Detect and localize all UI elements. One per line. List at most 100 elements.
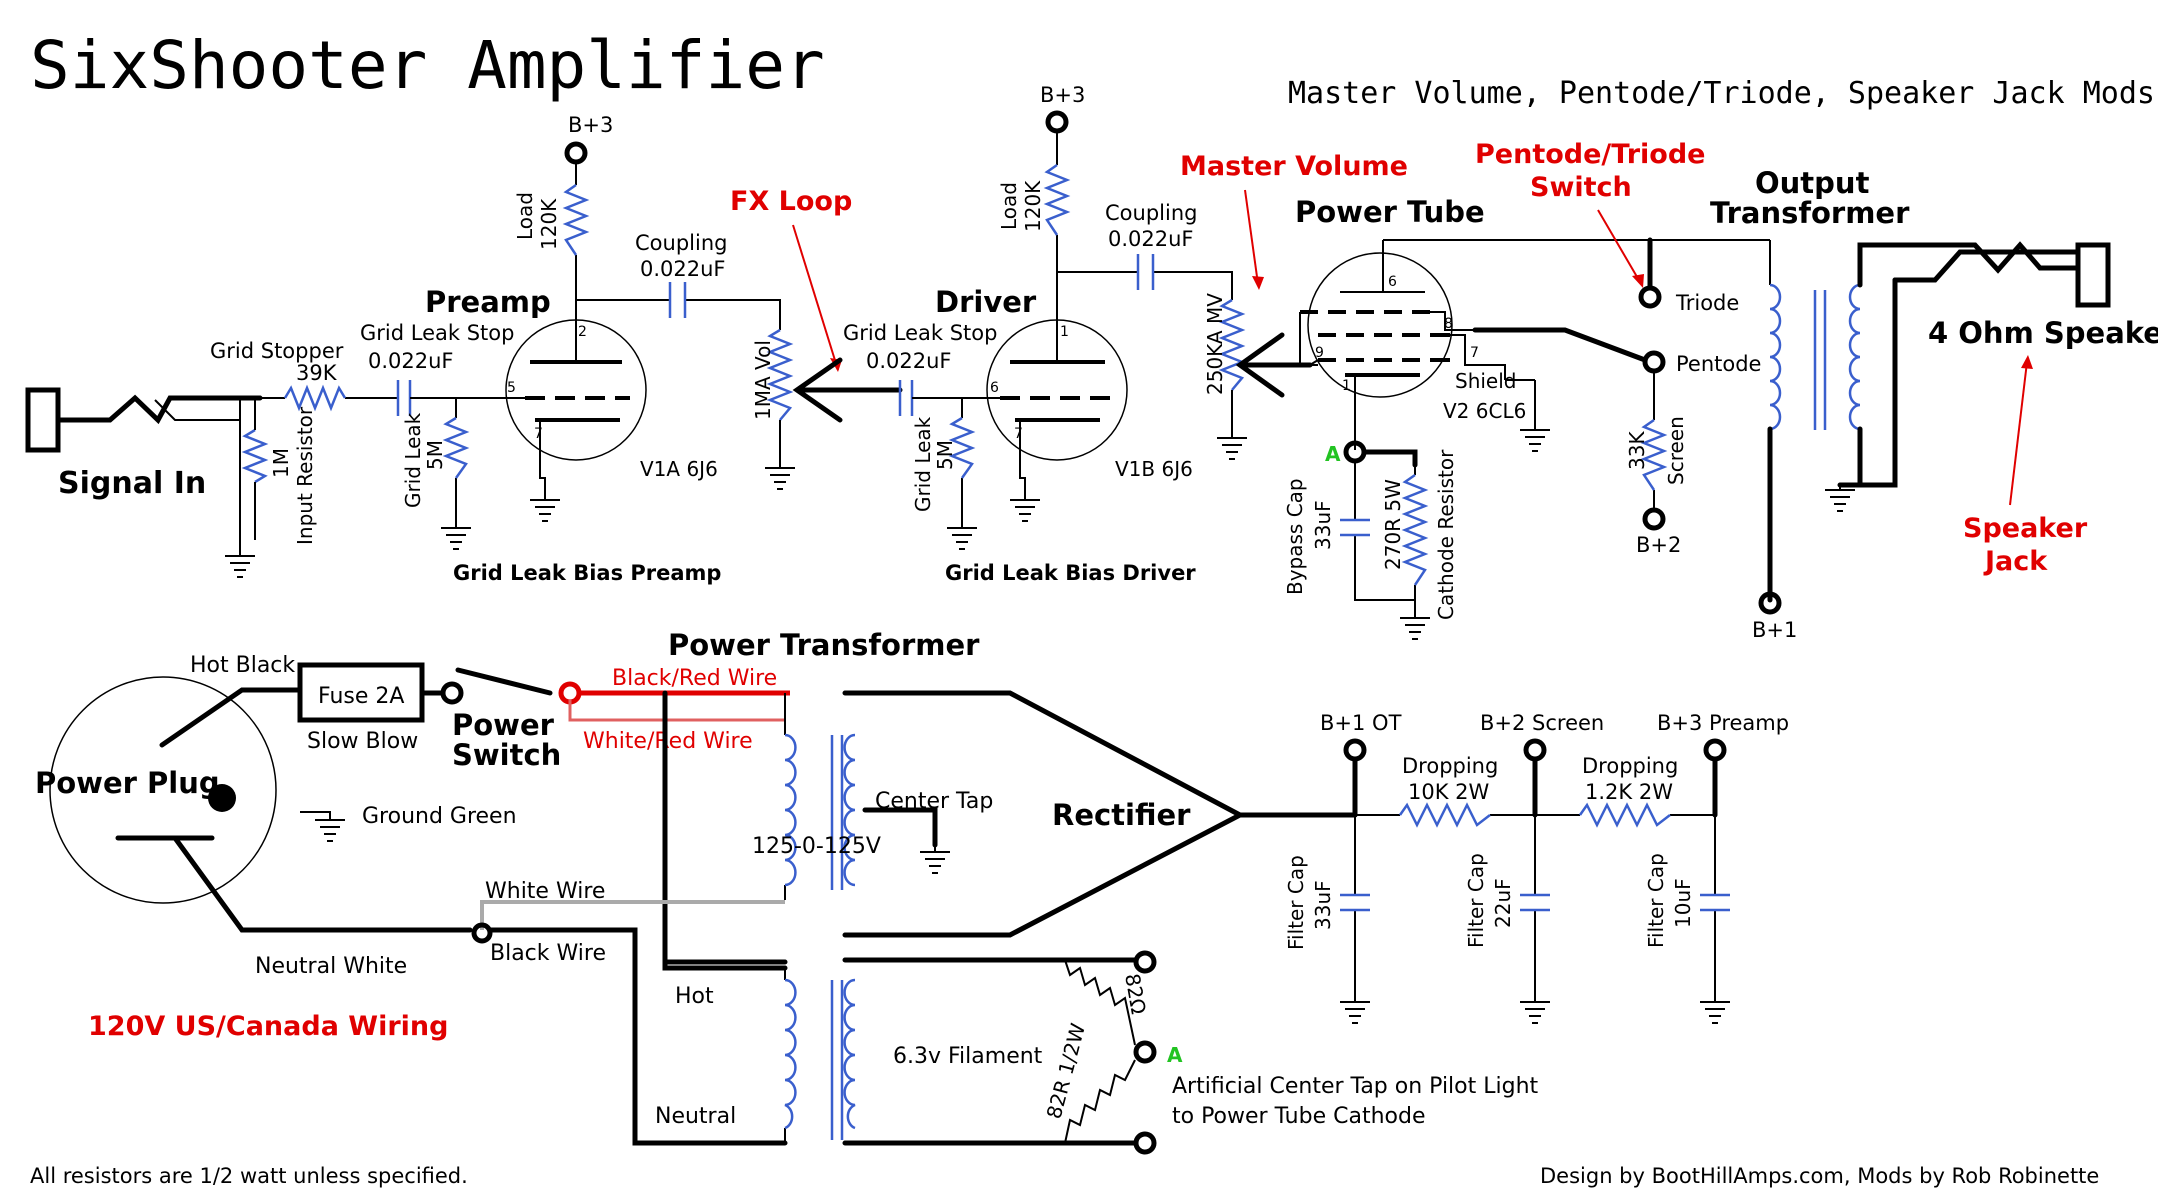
grid-stopper-resistor: [283, 384, 347, 412]
preamp-rail-label: B+3: [568, 113, 613, 137]
filament-r2-value: 82R 1/2W: [1042, 1021, 1091, 1122]
footer-right: Design by BootHillAmps.com, Mods by Rob …: [1540, 1164, 2099, 1188]
ground-symbol-ot: [1825, 485, 1855, 512]
neutral-white-label: Neutral White: [255, 954, 407, 979]
neutral-wire: [172, 835, 473, 933]
pt-switch-rail: B+2: [1636, 533, 1681, 557]
power-switch-label-line2: Switch: [452, 738, 561, 772]
neutral-junction: [471, 922, 493, 944]
filter-cap-1-label: Filter Cap: [1284, 855, 1308, 950]
screen-resistor-label: Screen: [1664, 416, 1688, 485]
fx-loop-arrow: [792, 224, 839, 371]
pt-switch-blade[interactable]: [1472, 327, 1648, 363]
speaker-jack[interactable]: [1892, 241, 2111, 308]
triode-terminal[interactable]: [1638, 285, 1662, 309]
filter-cap-3: [1700, 893, 1730, 912]
dropping-1-value: 10K 2W: [1408, 780, 1490, 804]
hot-label: Hot: [675, 984, 714, 1009]
preamp-grid-leak-value: 5M: [423, 440, 447, 470]
filter-cap-3-value: 10uF: [1671, 878, 1695, 928]
filament-terminal-bottom: [1133, 1131, 1157, 1155]
preamp-tube-label: V1A 6J6: [640, 457, 718, 481]
ground-symbol-center-tap: [920, 845, 950, 874]
master-volume-pot-label: 250KA MV: [1203, 293, 1227, 395]
pt-filament-coil: [843, 978, 856, 1130]
output-transformer-title-line1: Output: [1755, 166, 1870, 200]
ground-symbol-power-cathode: [1400, 610, 1430, 640]
fx-volume-pot-label: 1MA Vol: [751, 340, 775, 420]
input-resistor: [241, 428, 269, 484]
power-tube-pin-plate: 6: [1388, 274, 1397, 290]
pentode-terminal[interactable]: [1642, 350, 1666, 374]
pt-core-lower: [830, 980, 844, 1140]
ground-symbol-driver-grid: [947, 520, 977, 550]
hot-prong: [159, 687, 303, 748]
driver-load-label: Load: [997, 182, 1021, 230]
power-tube-pin-cathode: 1: [1342, 378, 1351, 394]
power-transformer-title: Power Transformer: [668, 628, 980, 662]
rectifier-label: Rectifier: [1052, 798, 1191, 832]
ground-prong: [208, 784, 236, 812]
dropping-2-label: Dropping: [1582, 754, 1678, 778]
center-tap-note-line2: to Power Tube Cathode: [1172, 1104, 1426, 1129]
driver-caption: Grid Leak Bias Driver: [945, 561, 1196, 585]
pt-switch-arrow: [1597, 209, 1641, 283]
master-volume-label: Master Volume: [1180, 151, 1408, 182]
preamp-title: Preamp: [425, 285, 551, 319]
wiring-note: 120V US/Canada Wiring: [88, 1011, 448, 1042]
ot-core: [1813, 290, 1827, 430]
white-red-wire: [568, 700, 785, 722]
filament-resistor-top: [1064, 959, 1136, 1046]
preamp-coupling-value: 0.022uF: [640, 257, 726, 281]
filament-terminal-top: [1133, 950, 1157, 974]
driver-rail-terminal: [1045, 110, 1069, 134]
cathode-resistor-value: 270R 5W: [1381, 479, 1405, 570]
pt-switch-label-line2: Switch: [1530, 172, 1632, 203]
ground-symbol-master-volume: [1217, 430, 1247, 460]
output-transformer-title-line2: Transformer: [1710, 196, 1910, 230]
speaker-jack-label-line2: Jack: [1983, 546, 2048, 577]
white-red-wire-label: White/Red Wire: [583, 729, 753, 754]
center-tap-label: Center Tap: [875, 789, 993, 814]
master-volume-arrow: [1244, 189, 1259, 285]
power-plug: [49, 676, 277, 904]
b1-ot-terminal: [1343, 738, 1367, 762]
triode-label: Triode: [1675, 291, 1739, 315]
fx-loop-label: FX Loop: [730, 186, 852, 217]
neutral-label: Neutral: [655, 1104, 736, 1129]
b1-terminal: [1758, 591, 1782, 615]
preamp-rail-terminal: [564, 141, 588, 165]
white-wire-label: White Wire: [485, 879, 605, 904]
ot-primary-coil: [1769, 283, 1782, 431]
pt-switch-label-line1: Pentode/Triode: [1475, 139, 1706, 170]
power-switch-terminal-out: [558, 681, 582, 705]
speaker-jack-arrow: [2009, 361, 2028, 506]
ground-symbol-mains: [300, 811, 345, 842]
filament-node-a: A: [1167, 1043, 1183, 1067]
filament-r1-value: 82Ω: [1120, 972, 1151, 1016]
ground-symbol-shield: [1520, 380, 1550, 452]
page-title: SixShooter Amplifier: [30, 27, 825, 104]
dropping-1-label: Dropping: [1402, 754, 1498, 778]
b3-preamp-label: B+3 Preamp: [1657, 711, 1789, 735]
signal-in-jack: [25, 387, 263, 453]
pt-filament-primary-coil: [784, 978, 797, 1130]
preamp-grid-leak-label: Grid Leak: [401, 412, 425, 508]
power-switch-blade[interactable]: [455, 667, 553, 696]
fuse-label: Fuse 2A: [318, 684, 404, 709]
preamp-pin-plate: 2: [578, 324, 587, 340]
power-tube-pin-suppressor: 7: [1470, 345, 1479, 361]
black-wire-label: Black Wire: [490, 941, 606, 966]
power-tube-shield-label: Shield: [1455, 369, 1516, 393]
page-subtitle: Master Volume, Pentode/Triode, Speaker J…: [1288, 76, 2155, 111]
b2-screen-label: B+2 Screen: [1480, 711, 1604, 735]
ground-symbol-preamp-grid: [441, 520, 471, 550]
preamp-grid-leak-stop-cap: [396, 380, 412, 416]
black-red-wire-label: Black/Red Wire: [612, 666, 777, 691]
filament-terminal-center: [1133, 1040, 1157, 1064]
dropping-resistor-2: [1578, 802, 1671, 828]
center-tap-note-line1: Artificial Center Tap on Pilot Light: [1172, 1074, 1539, 1099]
speaker-jack-label-line1: Speaker: [1963, 513, 2088, 544]
power-tube-pin-screen: 8: [1444, 316, 1453, 332]
power-switch-terminal: [440, 681, 464, 705]
